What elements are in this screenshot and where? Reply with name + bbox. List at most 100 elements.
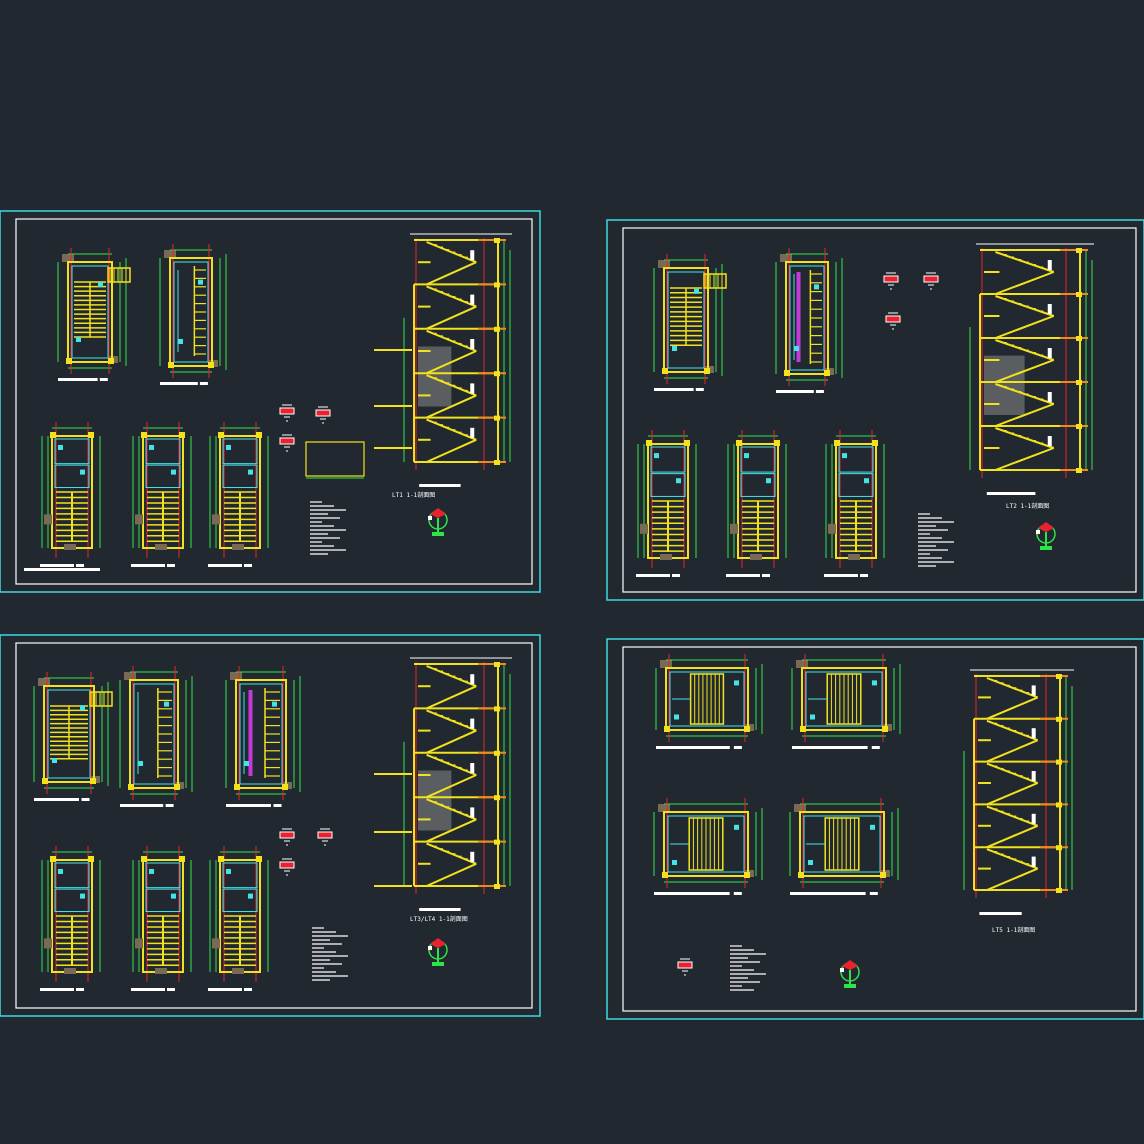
room-box [54, 888, 90, 913]
plan-title-bar [40, 988, 74, 991]
node-detail [279, 858, 295, 876]
detail-box [279, 831, 295, 839]
corner-column [50, 432, 56, 438]
plan-scale-bar [869, 892, 878, 895]
sheet-border [606, 219, 1144, 601]
terrain-mark [750, 554, 762, 560]
sheet-inner-border [15, 642, 533, 1009]
corner-column [256, 856, 262, 862]
north-arrow-base [844, 984, 856, 988]
corner-column [774, 440, 780, 446]
north-arrow-icon [428, 938, 448, 966]
corner-column [50, 856, 56, 862]
north-arrow-head [842, 960, 858, 970]
column-mark [872, 680, 877, 686]
stair-run [986, 824, 1039, 849]
terrain-mark [232, 968, 244, 974]
corner-column [744, 726, 750, 732]
corner-column [179, 432, 185, 438]
room-outline [669, 671, 745, 727]
step-label [1031, 856, 1036, 867]
stair-run [995, 359, 1055, 383]
stair-run [426, 350, 477, 375]
terrain-mark [155, 968, 167, 974]
room-box [740, 446, 776, 473]
plan-scale-bar [81, 798, 90, 801]
terrain-mark [212, 514, 220, 525]
plan-title-bar [160, 382, 198, 385]
corner-column [168, 362, 174, 368]
step-label [470, 674, 475, 685]
corner-column [108, 358, 114, 364]
step-label [470, 339, 475, 349]
section-title-tl: LT1 1-1剖面图 [392, 491, 435, 499]
column-mark [674, 714, 679, 720]
stair-run [986, 696, 1039, 720]
wall-outline [799, 811, 885, 877]
column-mark [164, 701, 169, 707]
plan-title-bar [776, 390, 814, 393]
step-label [1047, 348, 1052, 358]
corner-column [234, 784, 240, 790]
corner-column [684, 440, 690, 446]
terrain-mark [230, 672, 242, 680]
north-arrow-base [432, 962, 444, 966]
terrain-mark [64, 968, 76, 974]
column-mark [842, 453, 847, 459]
plan-scale-bar [733, 746, 742, 749]
corner-column [784, 370, 790, 376]
stair-plan [775, 248, 843, 393]
terrain-mark [658, 804, 670, 812]
step-label [470, 718, 475, 729]
terrain-mark [38, 678, 50, 686]
terrain-mark [155, 544, 167, 550]
stair-section [403, 657, 512, 911]
terrain-mark [135, 514, 143, 525]
terrain-mark [44, 938, 52, 949]
corner-column [704, 368, 710, 374]
column-mark [76, 337, 81, 342]
plan-scale-bar [733, 892, 742, 895]
column-mark [244, 761, 249, 766]
stair-plan [653, 798, 763, 895]
column-mark [171, 469, 176, 475]
corner-column [208, 362, 214, 368]
north-arrow-base [1040, 546, 1052, 550]
terrain-mark [124, 672, 136, 680]
step-label [470, 294, 475, 305]
room-box [650, 446, 686, 473]
corner-column [736, 440, 742, 446]
stair-run [986, 782, 1039, 806]
room-outline [133, 683, 175, 785]
plan-scale-bar [167, 988, 175, 991]
corner-column [664, 726, 670, 732]
general-notes [310, 501, 346, 555]
wall-outline [663, 267, 709, 373]
plan-scale-bar [672, 574, 680, 577]
stair-plan [159, 244, 227, 385]
plan-title-bar [726, 574, 760, 577]
room-box [54, 438, 90, 465]
north-arrow-mark [840, 968, 844, 972]
column-mark [766, 478, 771, 484]
step-label [1047, 392, 1052, 402]
plan-title-bar [131, 564, 165, 567]
sheet-border [606, 638, 1144, 1020]
detail-box [883, 275, 899, 283]
plan-title-bar [792, 746, 868, 749]
room-outline [805, 671, 883, 727]
column-mark [672, 860, 677, 865]
section-title-bar [979, 912, 1022, 915]
stair-run [426, 305, 477, 330]
column-mark [248, 469, 253, 475]
north-arrow-head [430, 508, 446, 518]
detail-box [885, 315, 901, 323]
room-box [838, 446, 874, 473]
magenta-member [248, 690, 253, 776]
detail-box [317, 831, 333, 839]
magenta-member [796, 272, 801, 362]
column-mark [814, 284, 819, 290]
corner-column [872, 440, 878, 446]
room-box [222, 862, 258, 889]
terrain-mark [848, 554, 860, 560]
